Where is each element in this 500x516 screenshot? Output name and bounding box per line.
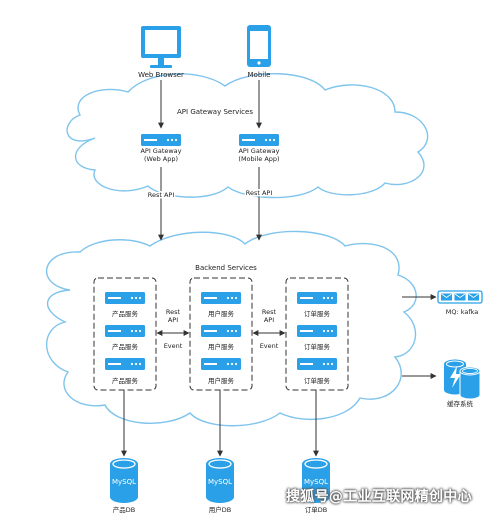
order-db-name-label: 订单DB [305,505,327,514]
product-service-icon [105,358,145,370]
rest-api-link-label-2a: Rest [262,308,277,316]
rest-api-link-label-2b: API [264,316,274,324]
event-link-label-1: Event [164,342,183,350]
product-service-label: 产品服务 [112,376,139,385]
rest-api-label-right: Rest API [246,189,273,197]
product-service-icon [105,292,145,304]
product-db-name-label: 产品DB [113,505,135,514]
event-link-label-2: Event [260,342,279,350]
order-service-label: 订单服务 [304,376,331,385]
web-browser-label: Web Browser [138,71,184,79]
product-service-group [93,277,157,391]
cache-label: 缓存系统 [447,399,474,408]
user-service-icon [201,325,241,337]
mq-label: MQ: kafka [446,308,479,316]
user-db-name-label: 用户DB [209,505,231,514]
cache-db-icon [444,359,481,400]
mobile-label: Mobile [248,71,271,79]
gateway-mobile-label-2: (Mobile App) [238,155,279,163]
gateway-mobile-server-icon [239,134,279,146]
kafka-queue-icon [437,290,483,304]
user-service-group [189,277,253,391]
product-service-icon [105,325,145,337]
rest-api-link-label-1b: API [168,316,178,324]
order-service-group [285,277,349,391]
product-service-label: 产品服务 [112,309,139,318]
backend-title: Backend Services [195,264,257,272]
gateway-title: API Gateway Services [177,108,253,116]
gateway-web-label-2: (Web App) [144,155,178,163]
product-db-engine-label: MySQL [112,478,136,486]
user-service-icon [201,358,241,370]
mobile-phone-icon [247,25,271,67]
watermark: 搜狐号@工业互联网精创中心 [286,489,472,505]
user-service-icon [201,292,241,304]
order-service-icon [297,292,337,304]
user-service-label: 用户服务 [208,309,235,318]
user-service-label: 用户服务 [208,376,235,385]
user-service-label: 用户服务 [208,342,235,351]
rest-api-link-label-1a: Rest [166,308,181,316]
gateway-mobile-label-1: API Gateway [238,147,279,155]
lightning-bolt-icon [450,366,461,388]
product-service-label: 产品服务 [112,342,139,351]
monitor-icon [141,26,181,68]
gateway-web-label-1: API Gateway [140,147,181,155]
order-db-engine-label: MySQL [304,478,328,486]
rest-api-label-left: Rest API [148,191,175,199]
order-service-icon [297,358,337,370]
order-service-icon [297,325,337,337]
order-service-label: 订单服务 [304,342,331,351]
order-service-label: 订单服务 [304,309,331,318]
user-db-engine-label: MySQL [208,478,232,486]
gateway-web-server-icon [141,134,181,146]
